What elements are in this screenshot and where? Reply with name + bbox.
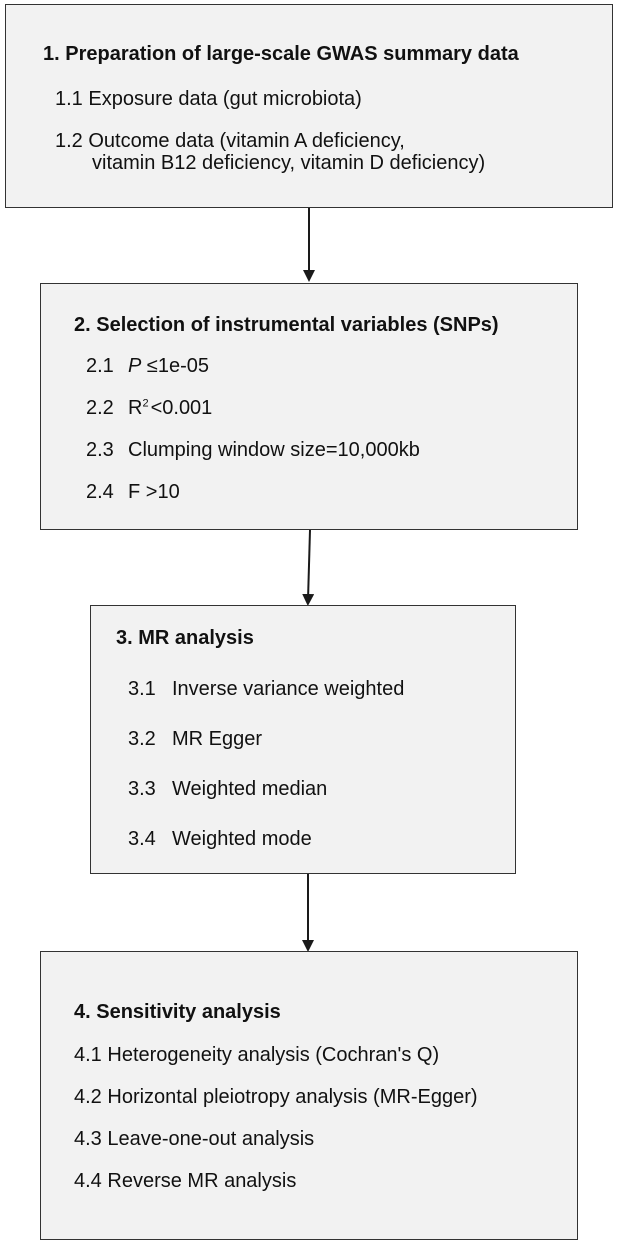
step-2-2-item: 2.2 R2<0.001 [86,396,212,420]
item-number: 3.4 [128,828,156,850]
item-text: F >10 [128,481,180,503]
p-value-symbol: P [128,355,142,377]
item-text: Outcome data (vitamin A deficiency, [88,130,405,152]
item-text: Heterogeneity analysis (Cochran's Q) [107,1044,440,1066]
item-number: 4.1 [74,1044,102,1066]
step-2-box: 2. Selection of instrumental variables (… [40,283,578,530]
item-text: Weighted mode [172,828,312,850]
step-3-2-item: 3.2 MR Egger [128,727,262,751]
item-text: Exposure data (gut microbiota) [88,88,362,110]
item-number: 4.2 [74,1086,102,1108]
step-1-2-item: 1.2 Outcome data (vitamin A deficiency, [55,129,405,153]
step-3-1-item: 3.1 Inverse variance weighted [128,677,404,701]
step-1-box: 1. Preparation of large-scale GWAS summa… [5,4,613,208]
item-text: Horizontal pleiotropy analysis (MR-Egger… [107,1086,478,1108]
item-text: ≤1e-05 [146,355,210,377]
step-4-4-item: 4.4 Reverse MR analysis [74,1169,296,1193]
step-4-box: 4. Sensitivity analysis 4.1 Heterogeneit… [40,951,578,1240]
step-4-title: 4. Sensitivity analysis [74,1001,281,1023]
step-3-box: 3. MR analysis 3.1 Inverse variance weigh… [90,605,516,874]
step-1-2-item-line2: vitamin B12 deficiency, vitamin D defici… [92,152,486,174]
step-3-3-item: 3.3 Weighted median [128,777,327,801]
step-4-3-item: 4.3 Leave-one-out analysis [74,1127,314,1151]
item-number: 4.3 [74,1128,102,1150]
item-text: MR Egger [172,728,263,750]
item-text: Clumping window size=10,000kb [128,439,420,461]
item-number: 2.2 [86,397,114,419]
item-number: 3.1 [128,678,156,700]
step-3-4-item: 3.4 Weighted mode [128,827,312,851]
item-number: 1.2 [55,130,83,152]
step-4-1-item: 4.1 Heterogeneity analysis (Cochran's Q) [74,1043,439,1067]
step-3-title: 3. MR analysis [116,627,254,649]
item-number: 2.1 [86,355,114,377]
step-2-4-item: 2.4 F >10 [86,480,180,504]
step-2-3-item: 2.3 Clumping window size=10,000kb [86,438,420,462]
item-text: <0.001 [150,397,213,419]
item-text: Leave-one-out analysis [107,1128,315,1150]
item-text: Inverse variance weighted [172,678,405,700]
item-number: 2.4 [86,481,114,503]
step-1-1-item: 1.1 Exposure data (gut microbiota) [55,87,362,111]
arrow-2-to-3 [302,529,315,606]
item-number: 4.4 [74,1170,102,1192]
item-number: 1.1 [55,88,83,110]
item-text: Weighted median [172,778,328,800]
r-squared-symbol: R [128,397,143,419]
step-2-1-item: 2.1 P ≤1e-05 [86,354,209,378]
item-text: Reverse MR analysis [107,1170,297,1192]
step-1-title: 1. Preparation of large-scale GWAS summa… [43,43,519,65]
item-number: 3.3 [128,778,156,800]
step-4-2-item: 4.2 Horizontal pleiotropy analysis (MR-E… [74,1085,478,1109]
item-number: 2.3 [86,439,114,461]
r-squared-superscript: 2 [142,397,149,410]
step-2-title: 2. Selection of instrumental variables (… [74,314,499,336]
item-number: 3.2 [128,728,156,750]
